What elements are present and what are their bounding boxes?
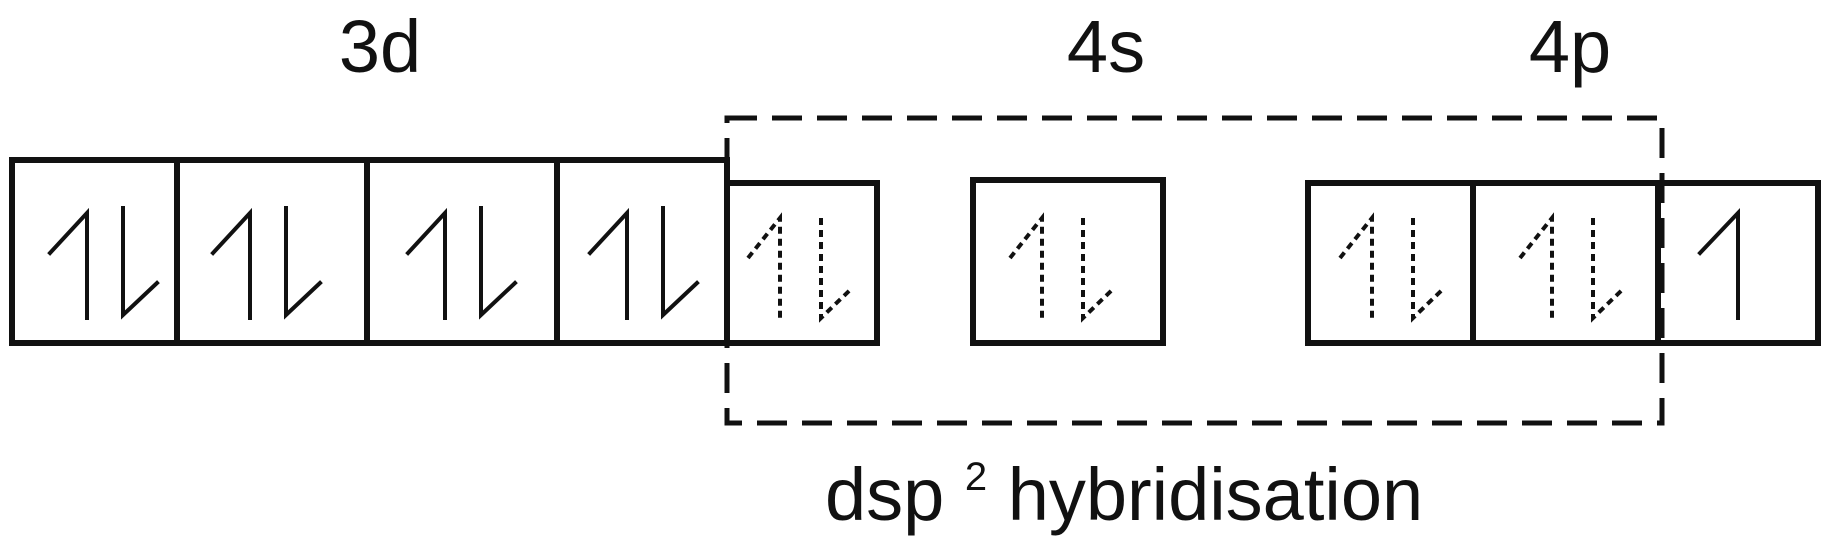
label-4s: 4s xyxy=(1067,5,1145,88)
electron-pair-d5-dashed xyxy=(746,212,852,323)
electron-pair-s-dashed xyxy=(1008,212,1114,323)
d-orbital-group xyxy=(9,157,880,346)
hybridisation-caption: dsp 2 hybridisation xyxy=(825,423,1423,536)
label-3d: 3d xyxy=(339,5,421,88)
electron-pair-d2 xyxy=(210,206,323,320)
hybridisation-boundary xyxy=(724,115,1665,426)
electron-pair-d1 xyxy=(47,206,160,320)
caption-suffix: hybridisation xyxy=(1008,453,1423,536)
electron-pair-d4 xyxy=(587,206,700,320)
label-4p: 4p xyxy=(1529,5,1611,88)
d-orbital-box-5-hybrid xyxy=(724,180,880,346)
s-orbital-box xyxy=(970,177,1166,346)
single-electron-p3 xyxy=(1697,207,1740,320)
electron-pair-d3 xyxy=(405,206,518,320)
p-orbital-box-2 xyxy=(1470,180,1661,346)
p-orbital-box-1 xyxy=(1305,180,1476,346)
d-orbital-box-1 xyxy=(9,157,180,346)
caption-superscript: 2 xyxy=(965,455,987,499)
electron-pair-p1-dashed xyxy=(1338,212,1444,323)
d-orbital-box-2 xyxy=(174,157,370,346)
d-orbital-box-4 xyxy=(554,157,730,346)
caption-main: dsp xyxy=(825,453,944,536)
p-orbital-group xyxy=(1305,180,1821,346)
d-orbital-box-3 xyxy=(364,157,560,346)
s-orbital-group xyxy=(970,177,1166,346)
electron-pair-p2-dashed xyxy=(1518,212,1624,323)
